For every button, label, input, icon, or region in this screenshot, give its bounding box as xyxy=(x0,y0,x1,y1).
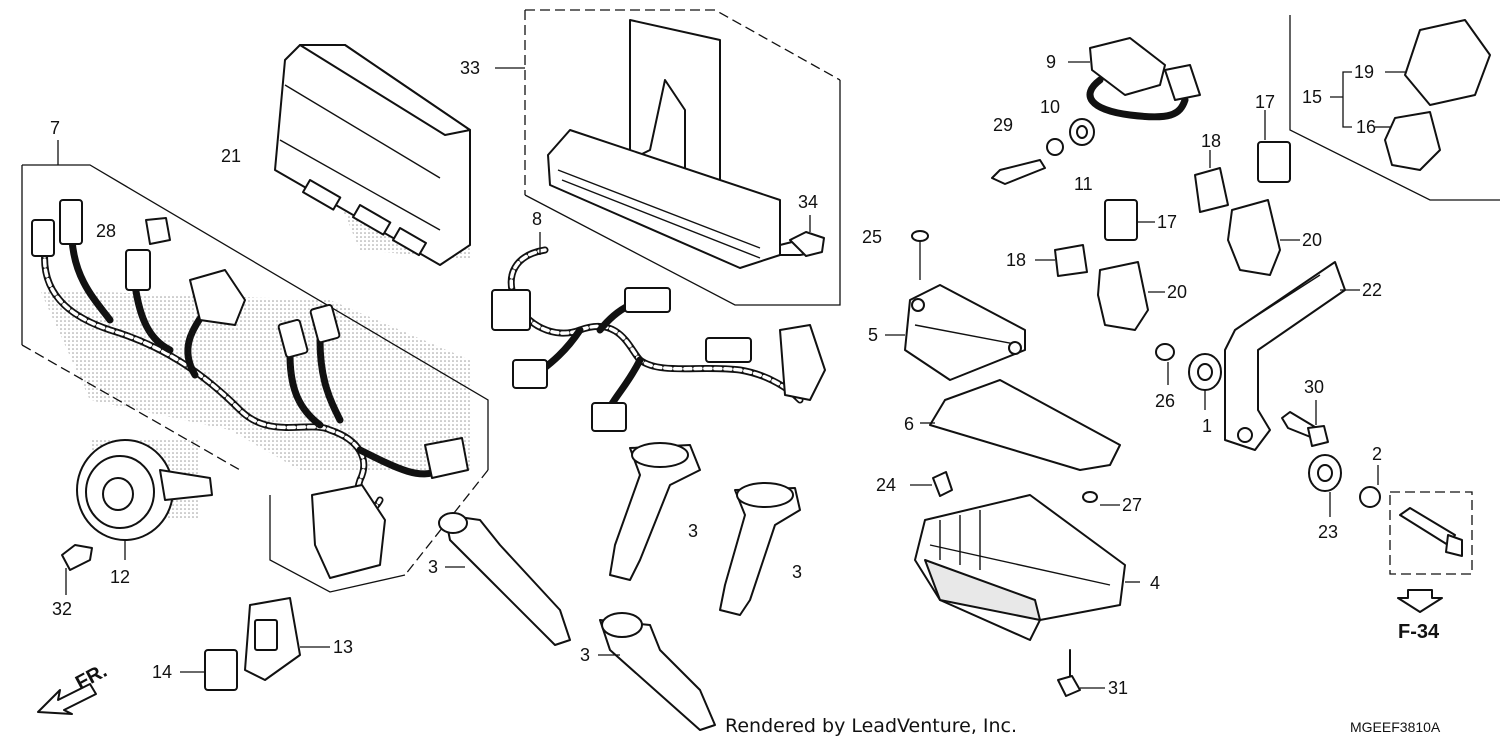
callout-11: 11 xyxy=(1074,174,1093,194)
cover-plate xyxy=(920,379,1121,471)
connector-18b xyxy=(1035,244,1088,277)
main-harness xyxy=(31,199,469,579)
callout-24: 24 xyxy=(876,475,896,495)
callout-22: 22 xyxy=(1362,280,1382,300)
relay-17b xyxy=(1104,199,1155,241)
callout-13: 13 xyxy=(333,637,353,657)
ignition-coil-c xyxy=(719,482,801,616)
bolt-31 xyxy=(1057,649,1105,697)
sub-harness xyxy=(491,232,826,432)
f34-arrow-icon xyxy=(1397,589,1443,613)
callout-30: 30 xyxy=(1304,377,1324,397)
callout-4: 4 xyxy=(1150,573,1160,593)
callout-14: 14 xyxy=(152,662,172,682)
fuse-box xyxy=(885,284,1026,381)
callout-labels: 1 2 3 3 3 3 4 5 6 7 8 9 10 11 12 13 14 1… xyxy=(50,52,1382,698)
callout-16: 16 xyxy=(1356,117,1376,137)
callout-10: 10 xyxy=(1040,97,1060,117)
f34-box xyxy=(1389,491,1473,575)
regulator-rectifier xyxy=(914,494,1140,641)
callout-2: 2 xyxy=(1372,444,1382,464)
callout-29: 29 xyxy=(993,115,1013,135)
callout-18a: 18 xyxy=(1201,131,1221,151)
callout-17b: 17 xyxy=(1157,212,1177,232)
callout-5: 5 xyxy=(868,325,878,345)
callout-20b: 20 xyxy=(1167,282,1187,302)
callout-6: 6 xyxy=(904,414,914,434)
ecu-unit xyxy=(274,44,471,266)
grommet-11 xyxy=(1069,118,1095,146)
collar-26 xyxy=(1155,343,1175,385)
relay-group-frame xyxy=(1289,15,1500,201)
callout-17a: 17 xyxy=(1255,92,1275,112)
bolt-24 xyxy=(910,471,953,497)
ignition-coil-d xyxy=(598,612,716,731)
callout-25: 25 xyxy=(862,227,882,247)
callout-33: 33 xyxy=(460,58,480,78)
clip-28 xyxy=(145,217,171,245)
credit-text: Rendered by LeadVenture, Inc. xyxy=(725,715,1017,737)
relay-holder-20b xyxy=(1097,261,1165,331)
callout-1: 1 xyxy=(1202,416,1212,436)
callout-20a: 20 xyxy=(1302,230,1322,250)
sensor-9 xyxy=(1068,37,1201,121)
callout-3b: 3 xyxy=(688,521,698,541)
ignition-coil-b xyxy=(609,442,701,581)
screw-27 xyxy=(1082,491,1120,506)
grommet-23 xyxy=(1308,454,1342,517)
callout-8: 8 xyxy=(532,209,542,229)
callout-12: 12 xyxy=(110,567,130,587)
callout-3c: 3 xyxy=(792,562,802,582)
f34-bolt xyxy=(1399,507,1463,557)
diagram-code: MGEEF3810A xyxy=(1350,719,1441,735)
callout-3a: 3 xyxy=(428,557,438,577)
mounting-bracket xyxy=(1224,261,1360,451)
harness-group-frame xyxy=(21,140,489,593)
nut-10 xyxy=(1046,138,1064,156)
grommet-1 xyxy=(1188,353,1222,410)
front-direction-indicator xyxy=(37,683,97,715)
module-13 xyxy=(244,597,330,681)
reference-label: F-34 xyxy=(1398,621,1440,643)
callout-31: 31 xyxy=(1108,678,1128,698)
harness-shading xyxy=(40,290,470,470)
holder-group-frame xyxy=(495,9,841,306)
callout-18b: 18 xyxy=(1006,250,1026,270)
bolt-30 xyxy=(1281,400,1329,447)
callout-21: 21 xyxy=(221,146,241,166)
bolt-29 xyxy=(991,159,1046,185)
callout-9: 9 xyxy=(1046,52,1056,72)
bolt-34 xyxy=(789,215,825,257)
callout-19: 19 xyxy=(1354,62,1374,82)
relay-19 xyxy=(1385,19,1491,106)
callout-7: 7 xyxy=(50,118,60,138)
callout-27: 27 xyxy=(1122,495,1142,515)
horn xyxy=(76,439,213,560)
relay-16 xyxy=(1375,111,1441,171)
connector-18a xyxy=(1194,150,1229,213)
ignition-coil-a xyxy=(438,512,571,646)
bracket-15-lead xyxy=(1330,71,1352,128)
callout-3d: 3 xyxy=(580,645,590,665)
callout-15: 15 xyxy=(1302,87,1322,107)
callout-23: 23 xyxy=(1318,522,1338,542)
callout-26: 26 xyxy=(1155,391,1175,411)
callout-28: 28 xyxy=(96,221,116,241)
ecu-holder xyxy=(547,19,819,269)
callout-34: 34 xyxy=(798,192,818,212)
connector-14 xyxy=(180,649,238,691)
relay-17a xyxy=(1257,110,1291,183)
callout-32: 32 xyxy=(52,599,72,619)
collar-2 xyxy=(1359,465,1381,508)
relay-holder-20a xyxy=(1227,199,1300,276)
screw-25 xyxy=(911,230,929,280)
bolt-32 xyxy=(61,544,93,595)
